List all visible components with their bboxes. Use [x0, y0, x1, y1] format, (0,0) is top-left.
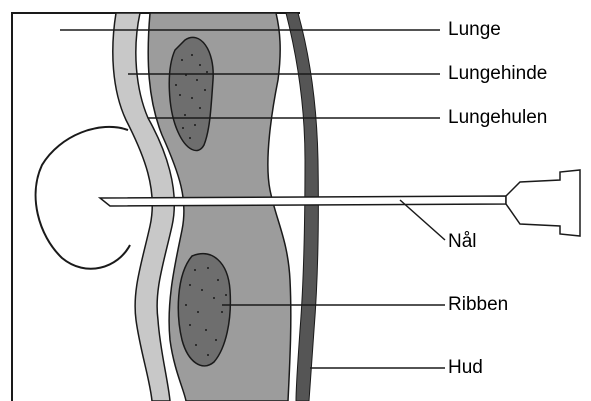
leader-naal	[400, 200, 445, 240]
needle-shaft	[100, 196, 506, 206]
label-hud: Hud	[448, 357, 483, 379]
label-lunge: Lunge	[448, 19, 501, 41]
label-naal: Nål	[448, 231, 477, 253]
label-lungehulen: Lungehulen	[448, 107, 547, 129]
needle-hub	[506, 170, 580, 236]
label-lungehinde: Lungehinde	[448, 63, 589, 85]
label-ribben: Ribben	[448, 294, 508, 316]
lower-rib	[178, 254, 230, 366]
